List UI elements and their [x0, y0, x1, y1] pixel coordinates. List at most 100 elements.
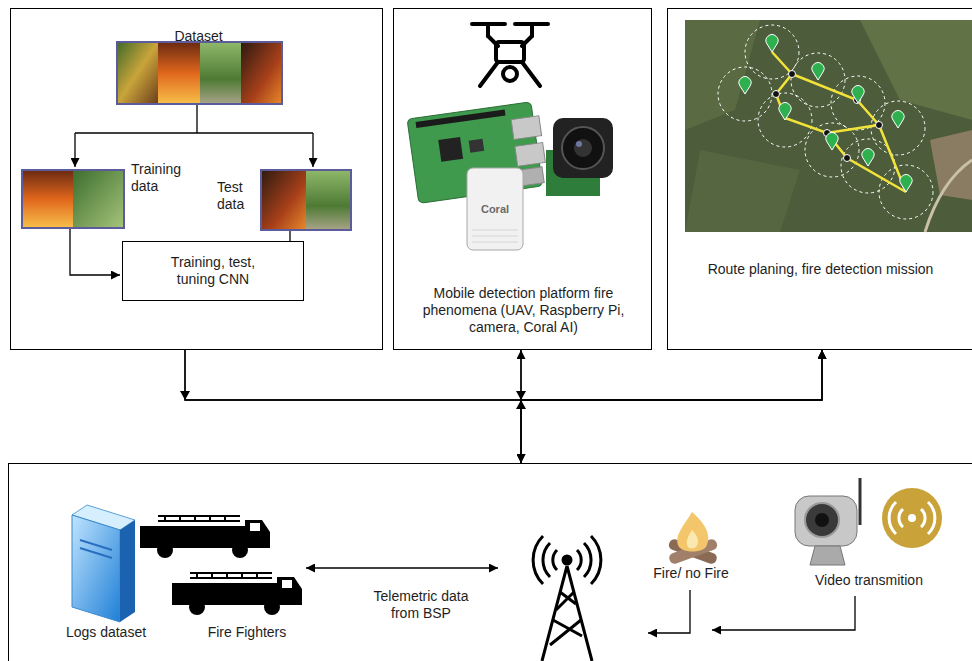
panel-label: Fire/ no Fire: [641, 565, 741, 582]
route-map-part-part: [892, 111, 904, 128]
panel-box: DatasetTraining dataTest dataTraining, t…: [10, 8, 383, 350]
route-map-part-part: [758, 93, 812, 147]
dataset-split-arrows-part: [75, 132, 313, 133]
ip-camera-icon: [795, 478, 860, 565]
dataset-split-arrows-part: [312, 133, 313, 167]
coral-accelerator-part: [472, 230, 518, 242]
route-map-part-part: [871, 101, 925, 155]
fire-truck-part-part: [190, 573, 272, 578]
fire-truck-part-part: [250, 523, 260, 531]
route-map-part: [773, 71, 883, 162]
panel-label: Dataset: [161, 28, 236, 45]
panel-label: Route planing, fire detection mission: [678, 261, 963, 278]
raspberry-pi-part: [511, 116, 542, 140]
raspberry-pi-part: [438, 137, 463, 162]
camera-module-part: [576, 141, 582, 147]
route-map-part: [718, 25, 933, 219]
wireless-icon-part: [908, 514, 916, 522]
wireless-icon-part-part: [889, 502, 935, 534]
raspberry-pi-part: [515, 143, 546, 167]
telemetry-arrow-part: [306, 567, 498, 568]
fire-truck-part-part: [189, 599, 205, 615]
dataset-images-part: [241, 42, 282, 104]
radio-tower-part: [533, 536, 601, 584]
training-images-part: [22, 170, 73, 228]
dataset-images-part: [117, 42, 282, 104]
server-icon-part: [72, 515, 120, 622]
route-map: [685, 20, 972, 232]
route-map-part-part: [766, 35, 778, 52]
fire-truck-part-part: [282, 580, 292, 588]
route-map-part-part: [773, 91, 780, 98]
route-map-part: [685, 150, 800, 232]
panel-label: Telemetric data from BSP: [361, 588, 481, 622]
dataset-split-arrows-part: [74, 133, 75, 167]
wireless-icon-part-part: [899, 509, 925, 527]
route-map-part-part: [789, 71, 796, 78]
fire-truck-part-part: [158, 516, 240, 521]
camera-module-part: [553, 118, 613, 178]
route-map-part: [860, 20, 972, 120]
radio-tower-part: [542, 566, 592, 661]
panel-label: Video transmition: [794, 572, 944, 589]
fire-signal-arrow: [648, 590, 690, 633]
ip-camera-icon-part: [795, 496, 857, 546]
test-images-part: [306, 170, 351, 230]
route-map-part-part: [739, 77, 751, 94]
panel-label: Training data: [131, 161, 201, 195]
route-map-part-part: [772, 52, 906, 192]
dataset-split-arrows-part: [70, 229, 120, 275]
panel-label: Test data: [217, 179, 257, 213]
process-box: Training, test, tuning CNN: [122, 241, 304, 301]
dataset-images-part: [200, 42, 241, 104]
route-map-part-part: [827, 133, 906, 192]
radio-tower-part: [553, 550, 581, 570]
route-map-part: [925, 160, 972, 232]
drone-icon: [472, 24, 548, 86]
connector-arrow: [521, 350, 822, 463]
route-map-part-part: [831, 76, 885, 130]
fire-truck: [140, 516, 302, 615]
wireless-icon: [882, 488, 942, 548]
drone-icon-part: [496, 42, 524, 62]
route-map-part-part: [792, 74, 879, 125]
camera-module: [546, 118, 613, 196]
video-signal-arrow-part: [712, 596, 855, 630]
camera-module-part: [574, 139, 592, 157]
panel-box: Route planing, fire detection mission: [667, 8, 972, 350]
route-map-part: [772, 52, 906, 192]
route-map-part-part: [812, 63, 824, 80]
fire-truck-part-part: [245, 520, 270, 548]
route-map-part-part: [900, 175, 912, 192]
ip-camera-icon-part: [805, 503, 839, 537]
box-label: Training, test, tuning CNN: [153, 254, 273, 288]
route-map-part-part: [862, 149, 874, 166]
raspberry-pi-part: [469, 139, 485, 153]
video-signal-arrow: [712, 596, 855, 630]
panel-label: Logs dataset: [51, 624, 161, 641]
camera-module-part: [562, 127, 604, 169]
campfire-icon-part: [677, 512, 708, 552]
drone-icon-part: [488, 24, 532, 36]
route-map-part: [685, 20, 760, 130]
panel-box: Logs datasetFire FightersTelemetric data…: [8, 463, 972, 661]
wireless-icon-part: [882, 488, 942, 548]
radio-tower-part: [543, 543, 591, 577]
route-map-part-part: [779, 103, 791, 120]
training-images-part: [22, 170, 124, 228]
test-images-part: [261, 170, 306, 230]
coral-accelerator-part: [467, 168, 523, 250]
panel-label: Mobile detection platform fire phenomena…: [408, 285, 639, 336]
connector-arrow: [185, 350, 521, 463]
fire-truck-part-part: [157, 542, 173, 558]
wireless-icon-part: [889, 502, 935, 534]
route-map-part-part: [718, 67, 772, 121]
fire-truck-part-part: [140, 526, 245, 548]
fire-truck-part-part: [277, 577, 302, 605]
dataset-images: [117, 42, 282, 104]
telemetry-arrow: [306, 568, 498, 569]
drone-icon-part: [503, 67, 517, 81]
training-images-part: [73, 170, 124, 228]
raspberry-pi-part: [416, 109, 506, 127]
